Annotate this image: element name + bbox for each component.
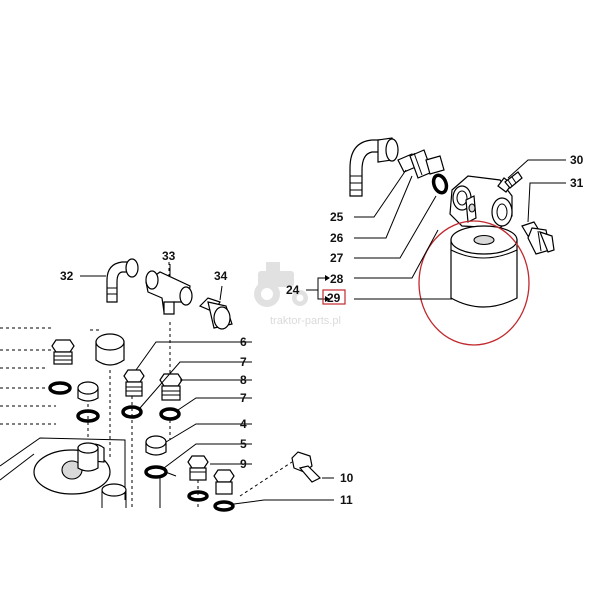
fitting-nipple-a bbox=[51, 339, 75, 365]
part-8-nipple bbox=[159, 373, 183, 401]
leader-7b bbox=[177, 397, 252, 411]
watermark: traktor-parts.pl bbox=[254, 262, 341, 327]
part-6-nipple bbox=[123, 369, 145, 397]
part-4-plug bbox=[145, 435, 167, 456]
part-32-elbow-barb bbox=[106, 258, 139, 303]
part-33-tee-fitting bbox=[145, 262, 193, 315]
callout-25: 25 bbox=[330, 210, 344, 224]
leader-6 bbox=[135, 341, 252, 371]
pipe-stub bbox=[77, 442, 99, 472]
callout-11: 11 bbox=[340, 493, 353, 507]
leader-4 bbox=[165, 423, 252, 443]
leader-11 bbox=[233, 499, 334, 505]
callout-8: 8 bbox=[240, 373, 247, 387]
leader-25 bbox=[354, 169, 407, 218]
callout-32: 32 bbox=[60, 269, 74, 283]
axis-part-10 bbox=[239, 461, 293, 497]
tractor-icon bbox=[254, 262, 308, 307]
callout-29-highlight-box bbox=[322, 289, 346, 305]
part-25-elbow-barb bbox=[349, 137, 399, 197]
left-dotted-leaders bbox=[0, 327, 100, 425]
callout-29: 29 bbox=[327, 291, 341, 305]
callout-33: 33 bbox=[162, 249, 176, 263]
part-34-barb-nipple bbox=[198, 297, 233, 330]
arrow-29 bbox=[325, 296, 330, 302]
part-9-nipple bbox=[187, 455, 209, 481]
part-5-o-ring bbox=[144, 465, 168, 479]
leader-28 bbox=[354, 229, 439, 279]
part-27-o-ring bbox=[431, 173, 449, 195]
callout-9: 9 bbox=[240, 457, 247, 471]
callout-24: 24 bbox=[286, 283, 300, 297]
callout-31: 31 bbox=[570, 176, 584, 190]
callout-34: 34 bbox=[214, 269, 228, 283]
leader-7a bbox=[139, 361, 252, 409]
filter-head bbox=[449, 175, 513, 229]
arrow-28 bbox=[325, 275, 330, 281]
o-ring-a bbox=[48, 381, 72, 395]
plug-cap-large bbox=[95, 333, 125, 366]
part-11-o-ring bbox=[213, 500, 235, 512]
callout-4: 4 bbox=[240, 417, 247, 431]
callout-28: 28 bbox=[330, 272, 344, 286]
callout-27: 27 bbox=[330, 251, 344, 265]
callout-5: 5 bbox=[240, 437, 247, 451]
callout-30: 30 bbox=[570, 153, 584, 167]
part-31-adapter bbox=[521, 221, 555, 255]
callout-7a: 7 bbox=[240, 355, 247, 369]
plug-small-hex bbox=[77, 381, 99, 402]
callout-10: 10 bbox=[340, 471, 354, 485]
callout-6: 6 bbox=[240, 335, 247, 349]
leader-24-bracket-low bbox=[317, 290, 325, 300]
leader-5 bbox=[163, 443, 252, 469]
leader-24-bracket bbox=[306, 277, 325, 291]
part-26-hex-nipple bbox=[397, 149, 445, 179]
part-30-bleed-screw bbox=[497, 171, 523, 193]
callout-labels: 25 26 27 28 29 24 30 31 32 33 34 6 7 8 7… bbox=[60, 153, 584, 507]
filter-highlight-ellipse bbox=[418, 220, 530, 346]
part-7-o-ring-b bbox=[159, 407, 181, 421]
part-10-bolt bbox=[291, 451, 322, 483]
callout-26: 26 bbox=[330, 231, 344, 245]
leader-31 bbox=[527, 182, 566, 223]
callout-7b: 7 bbox=[240, 391, 247, 405]
leader-30 bbox=[507, 159, 566, 179]
part-9-nipple-b bbox=[213, 469, 235, 495]
leader-34 bbox=[219, 285, 223, 301]
filter-element bbox=[450, 225, 518, 308]
leader-26 bbox=[354, 175, 413, 239]
leader-27 bbox=[354, 195, 437, 259]
watermark-text: traktor-parts.pl bbox=[270, 315, 341, 327]
